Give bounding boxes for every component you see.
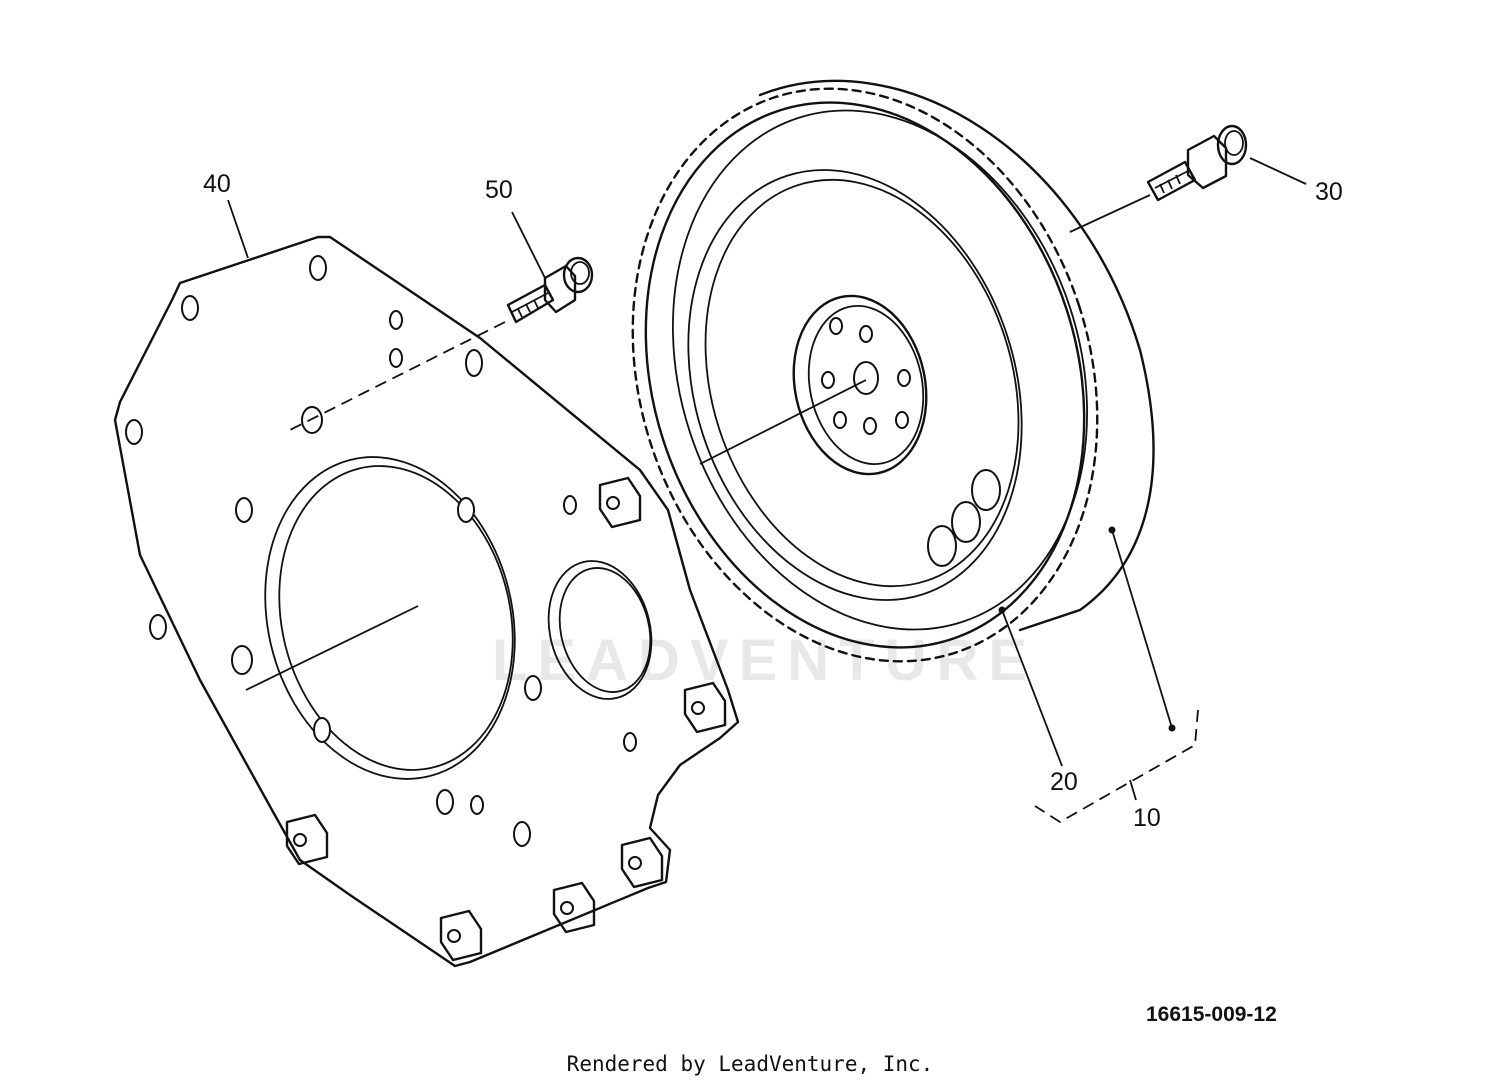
watermark-text: LEADVENTURE (492, 628, 1037, 693)
leader-10-dot-top (1108, 526, 1116, 534)
adapter-plate[interactable] (113, 235, 740, 968)
callout-10: 10 (1133, 804, 1161, 832)
flywheel-bolt[interactable] (1146, 124, 1248, 202)
leader-10-bracket (1129, 779, 1137, 801)
footer-credit: Rendered by LeadVenture, Inc. (566, 1052, 934, 1076)
plate-bolt-axis (289, 321, 506, 431)
drawing-number: 16615-009-12 (1146, 1003, 1277, 1026)
leader-30 (1249, 157, 1307, 185)
leader-10-dot-bottom (1168, 724, 1176, 732)
flywheel-assembly[interactable] (561, 28, 1169, 722)
callout-40: 40 (203, 170, 231, 198)
callout-20: 20 (1050, 768, 1078, 796)
leader-50 (511, 211, 546, 279)
leader-40 (227, 199, 249, 259)
callout-50: 50 (485, 176, 513, 204)
flywheel-bolt-axis (1069, 194, 1151, 233)
leader-20 (1001, 609, 1063, 767)
leader-20-dot (998, 606, 1006, 614)
plate-bolt[interactable] (506, 256, 594, 324)
callout-30: 30 (1315, 178, 1343, 206)
leader-10 (1111, 529, 1173, 729)
